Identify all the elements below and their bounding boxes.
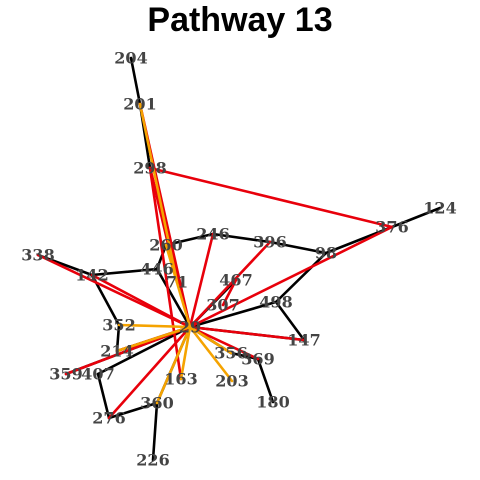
node-label-246: 246 [196, 225, 229, 244]
edge-276-407 [96, 372, 111, 420]
edge-29-360 [155, 325, 192, 405]
node-label-98: 98 [315, 244, 337, 263]
edge-204-201 [129, 56, 142, 106]
node-label-147: 147 [287, 331, 320, 350]
node-label-201: 201 [123, 95, 156, 114]
edge-260-446 [155, 243, 168, 271]
edge-29-163 [179, 325, 192, 381]
edge-29-203 [188, 325, 234, 383]
edge-276-360 [107, 401, 159, 420]
edge-369-180 [256, 357, 275, 404]
edge-29-369 [188, 325, 260, 361]
node-label-203: 203 [215, 372, 248, 391]
node-label-142: 142 [75, 266, 108, 285]
node-label-446: 446 [140, 260, 173, 279]
node-label-359: 359 [49, 365, 82, 384]
edge-376-29 [188, 225, 394, 329]
node-label-352: 352 [102, 316, 135, 335]
edge-352-214 [115, 323, 121, 353]
node-label-307: 307 [206, 296, 239, 315]
node-label-71: 71 [166, 273, 188, 292]
edge-246-29 [188, 232, 215, 329]
node-label-226: 226 [136, 451, 169, 470]
edge-142-446 [90, 267, 159, 277]
figure-title: Pathway 13 [147, 1, 333, 39]
node-label-407: 407 [81, 365, 114, 384]
edge-124-376 [390, 206, 442, 229]
edge-29-214 [115, 325, 192, 353]
node-label-376: 376 [375, 218, 408, 237]
edge-396-29 [188, 240, 272, 329]
edge-352-29 [117, 323, 192, 329]
edge-layer [36, 56, 442, 462]
node-label-467: 467 [219, 271, 252, 290]
edge-498-29 [188, 300, 278, 329]
node-label-204: 204 [114, 49, 147, 68]
edge-260-29 [164, 243, 192, 329]
node-label-276: 276 [92, 409, 125, 428]
edge-98-498 [274, 251, 328, 304]
node-label-338: 338 [21, 246, 54, 265]
edge-467-307 [221, 278, 238, 307]
node-label-163: 163 [164, 370, 197, 389]
edge-29-276 [107, 325, 192, 420]
node-label-356: 356 [214, 344, 247, 363]
edge-396-98 [268, 240, 328, 255]
edge-360-226 [151, 401, 159, 462]
edge-201-71 [138, 102, 179, 284]
edge-246-260 [164, 232, 215, 247]
edge-446-29 [155, 267, 192, 329]
edge-142-29 [90, 273, 192, 329]
edge-246-396 [211, 232, 272, 244]
edge-298-376 [148, 166, 394, 229]
node-label-298: 298 [133, 159, 166, 178]
node-label-214: 214 [100, 342, 133, 361]
node-label-260: 260 [149, 236, 182, 255]
node-label-360: 360 [140, 394, 173, 413]
node-label-124: 124 [423, 199, 456, 218]
node-label-180: 180 [256, 393, 289, 412]
node-label-396: 396 [253, 233, 286, 252]
edge-29-147 [188, 325, 306, 342]
node-label-498: 498 [259, 293, 292, 312]
node-label-369: 369 [241, 350, 274, 369]
edge-498-147 [274, 300, 306, 342]
node-label-29: 29 [179, 318, 201, 337]
edge-29-356 [188, 325, 233, 355]
